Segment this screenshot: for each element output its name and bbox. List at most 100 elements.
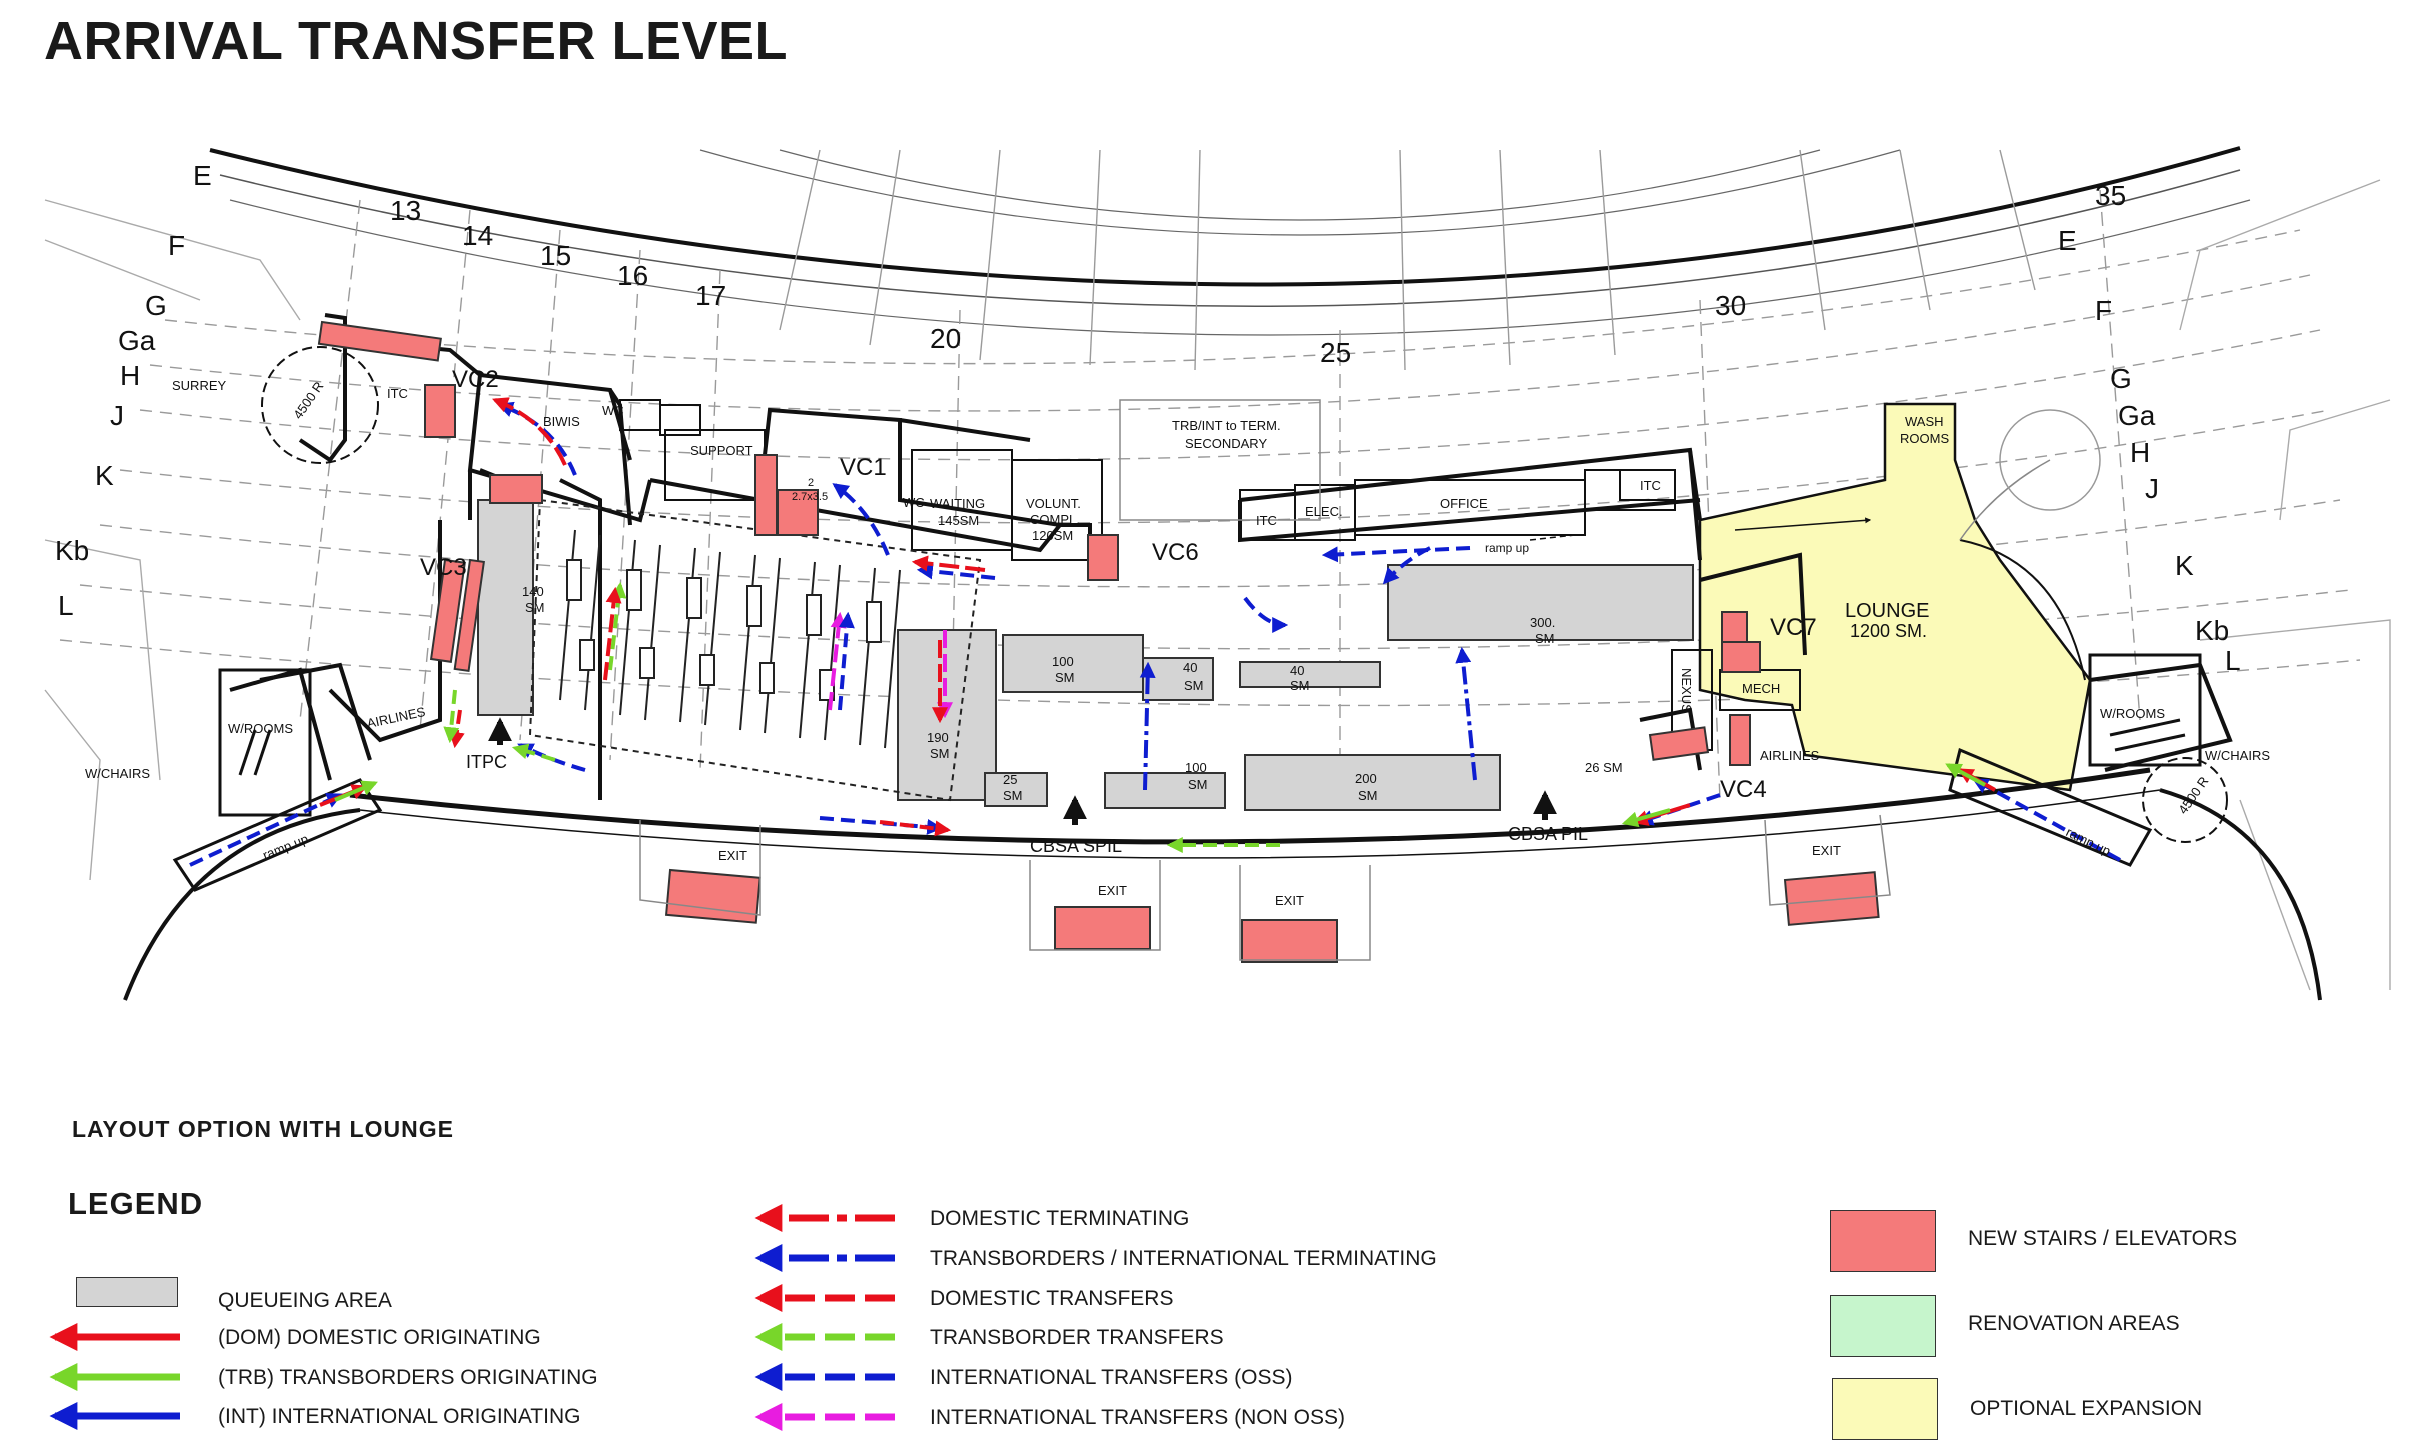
grid-row-left-Kb: Kb [55, 535, 89, 566]
itc-label-right: ITC [1640, 478, 1661, 493]
grid-row-right-Ga: Ga [2118, 400, 2156, 431]
volunt-label-2: COMPL. [1030, 512, 1080, 527]
itpc-label: ITPC [466, 752, 507, 772]
stair-dim-2: 2.7x3.5 [792, 491, 828, 503]
queue-200 [1244, 754, 1501, 811]
legend-label-queueing: QUEUEING AREA [218, 1289, 392, 1312]
new-stairs-elevators [317, 320, 1880, 963]
grid-line-17: 17 [695, 280, 726, 311]
legend-swatch-stairs [1830, 1210, 1936, 1272]
grid-line-13: 13 [390, 195, 421, 226]
grid-line-16: 16 [617, 260, 648, 291]
nexus-label: NEXUS [1679, 668, 1694, 713]
grid-row-right-G: G [2110, 363, 2132, 394]
biwis-label: BIWIS [543, 414, 580, 429]
grid-row-right-Kb: Kb [2195, 615, 2229, 646]
wash-label-1: WASH [1905, 414, 1944, 429]
support-label: SUPPORT [690, 443, 753, 458]
grid-line-15: 15 [540, 240, 571, 271]
legend-label-trans-int-term: TRANSBORDERS / INTERNATIONAL TERMINATING [930, 1247, 1437, 1270]
area-100b-unit: SM [1188, 777, 1208, 792]
exit-label-1: EXIT [718, 848, 747, 863]
grid-row-left-H: H [120, 360, 140, 391]
area-26: 26 SM [1585, 760, 1623, 775]
grid-row-right-K: K [2175, 550, 2194, 581]
wrooms-label-left: W/ROOMS [228, 721, 293, 736]
area-40b-unit: SM [1290, 678, 1310, 693]
grid-row-left-J: J [110, 400, 124, 431]
ramp-up-mid: ramp up [1485, 541, 1529, 555]
area-100b: 100 [1185, 760, 1207, 775]
itc-label-mid: ITC [1256, 513, 1277, 528]
grid-row-right-J: J [2145, 473, 2159, 504]
wash-label-2: ROOMS [1900, 431, 1949, 446]
grid-line-25: 25 [1320, 337, 1351, 368]
office-label: OFFICE [1440, 496, 1488, 511]
layout-caption: LAYOUT OPTION WITH LOUNGE [72, 1116, 454, 1142]
legend-label-int-oss: INTERNATIONAL TRANSFERS (OSS) [930, 1366, 1293, 1389]
legend-swatch-renovation [1830, 1295, 1936, 1357]
legend-label-dom-orig: (DOM) DOMESTIC ORIGINATING [218, 1326, 541, 1349]
legend-label-renovation: RENOVATION AREAS [1968, 1312, 2180, 1335]
stair-dim-1: 2 [808, 477, 814, 489]
radius-label-left: 4500 R [290, 379, 326, 422]
vc7-label: VC7 [1770, 614, 1817, 641]
grid-line-30: 30 [1715, 290, 1746, 321]
vc-labels: VC1 VC2 VC3 VC4 VC6 VC7 [420, 366, 1817, 803]
lounge-label-1: LOUNGE [1845, 600, 1929, 622]
legend-swatch-expansion [1832, 1378, 1938, 1440]
queue-300 [1387, 564, 1694, 641]
wc-label-2: WC [903, 495, 925, 510]
area-140-unit: SM [525, 600, 545, 615]
surrey-label: SURREY [172, 378, 227, 393]
airlines-label-right: AIRLINES [1760, 748, 1820, 763]
waiting-label-2: 145SM [938, 513, 979, 528]
trb-label-2: SECONDARY [1185, 436, 1267, 451]
grid-row-right-H: H [2130, 437, 2150, 468]
queue-100b [1104, 772, 1226, 809]
area-300-unit: SM [1535, 631, 1555, 646]
area-190: 190 [927, 730, 949, 745]
itc-label-left: ITC [387, 386, 408, 401]
grid-row-left-L: L [58, 590, 74, 621]
legend-label-dom-term: DOMESTIC TERMINATING [930, 1207, 1190, 1230]
area-300: 300. [1530, 615, 1555, 630]
apron-curves [123, 747, 2322, 1001]
grid-labels: 13 14 15 16 17 20 25 30 35 E F G Ga H J … [55, 160, 2241, 676]
room-outlines [218, 399, 2202, 817]
area-labels: 140 SM 190 SM 100 SM 40 SM 40 SM 300. SM… [522, 584, 1623, 803]
optional-expansion-area [1698, 402, 2092, 792]
grid-row-left-Ga: Ga [118, 325, 156, 356]
legend-swatch-queueing [76, 1277, 178, 1307]
grid-line-35: 35 [2095, 180, 2126, 211]
vc3-label: VC3 [420, 554, 467, 581]
rotundas [261, 346, 2228, 843]
volunt-label-1: VOLUNT. [1026, 496, 1081, 511]
waiting-label-1: WAITING [930, 496, 985, 511]
grid-row-left-F: F [168, 230, 185, 261]
screening-lanes [528, 498, 982, 802]
area-40a: 40 [1183, 660, 1197, 675]
grid-row-right-F: F [2095, 295, 2112, 326]
area-100a: 100 [1052, 654, 1074, 669]
grid-row-left-G: G [145, 290, 167, 321]
queue-40b [1239, 661, 1381, 688]
legend-symbols [49, 1204, 895, 1431]
wc-label: WC [602, 403, 624, 418]
area-190-unit: SM [930, 746, 950, 761]
flow-arrows [189, 397, 2121, 867]
queue-100a [1002, 634, 1144, 693]
legend-label-int-non-oss: INTERNATIONAL TRANSFERS (NON OSS) [930, 1406, 1345, 1429]
exit-label-4: EXIT [1812, 843, 1841, 858]
elec-label: ELEC. [1305, 504, 1343, 519]
grid-row-left-K: K [95, 460, 114, 491]
vc4-label: VC4 [1720, 776, 1767, 803]
exit-frames [639, 814, 1891, 961]
grid-row-right-L: L [2225, 645, 2241, 676]
grid-line-20: 20 [930, 323, 961, 354]
structural-grid [44, 146, 2391, 991]
wrooms-label-right: W/ROOMS [2100, 706, 2165, 721]
exit-label-3: EXIT [1275, 893, 1304, 908]
wchairs-label-left: W/CHAIRS [85, 766, 150, 781]
